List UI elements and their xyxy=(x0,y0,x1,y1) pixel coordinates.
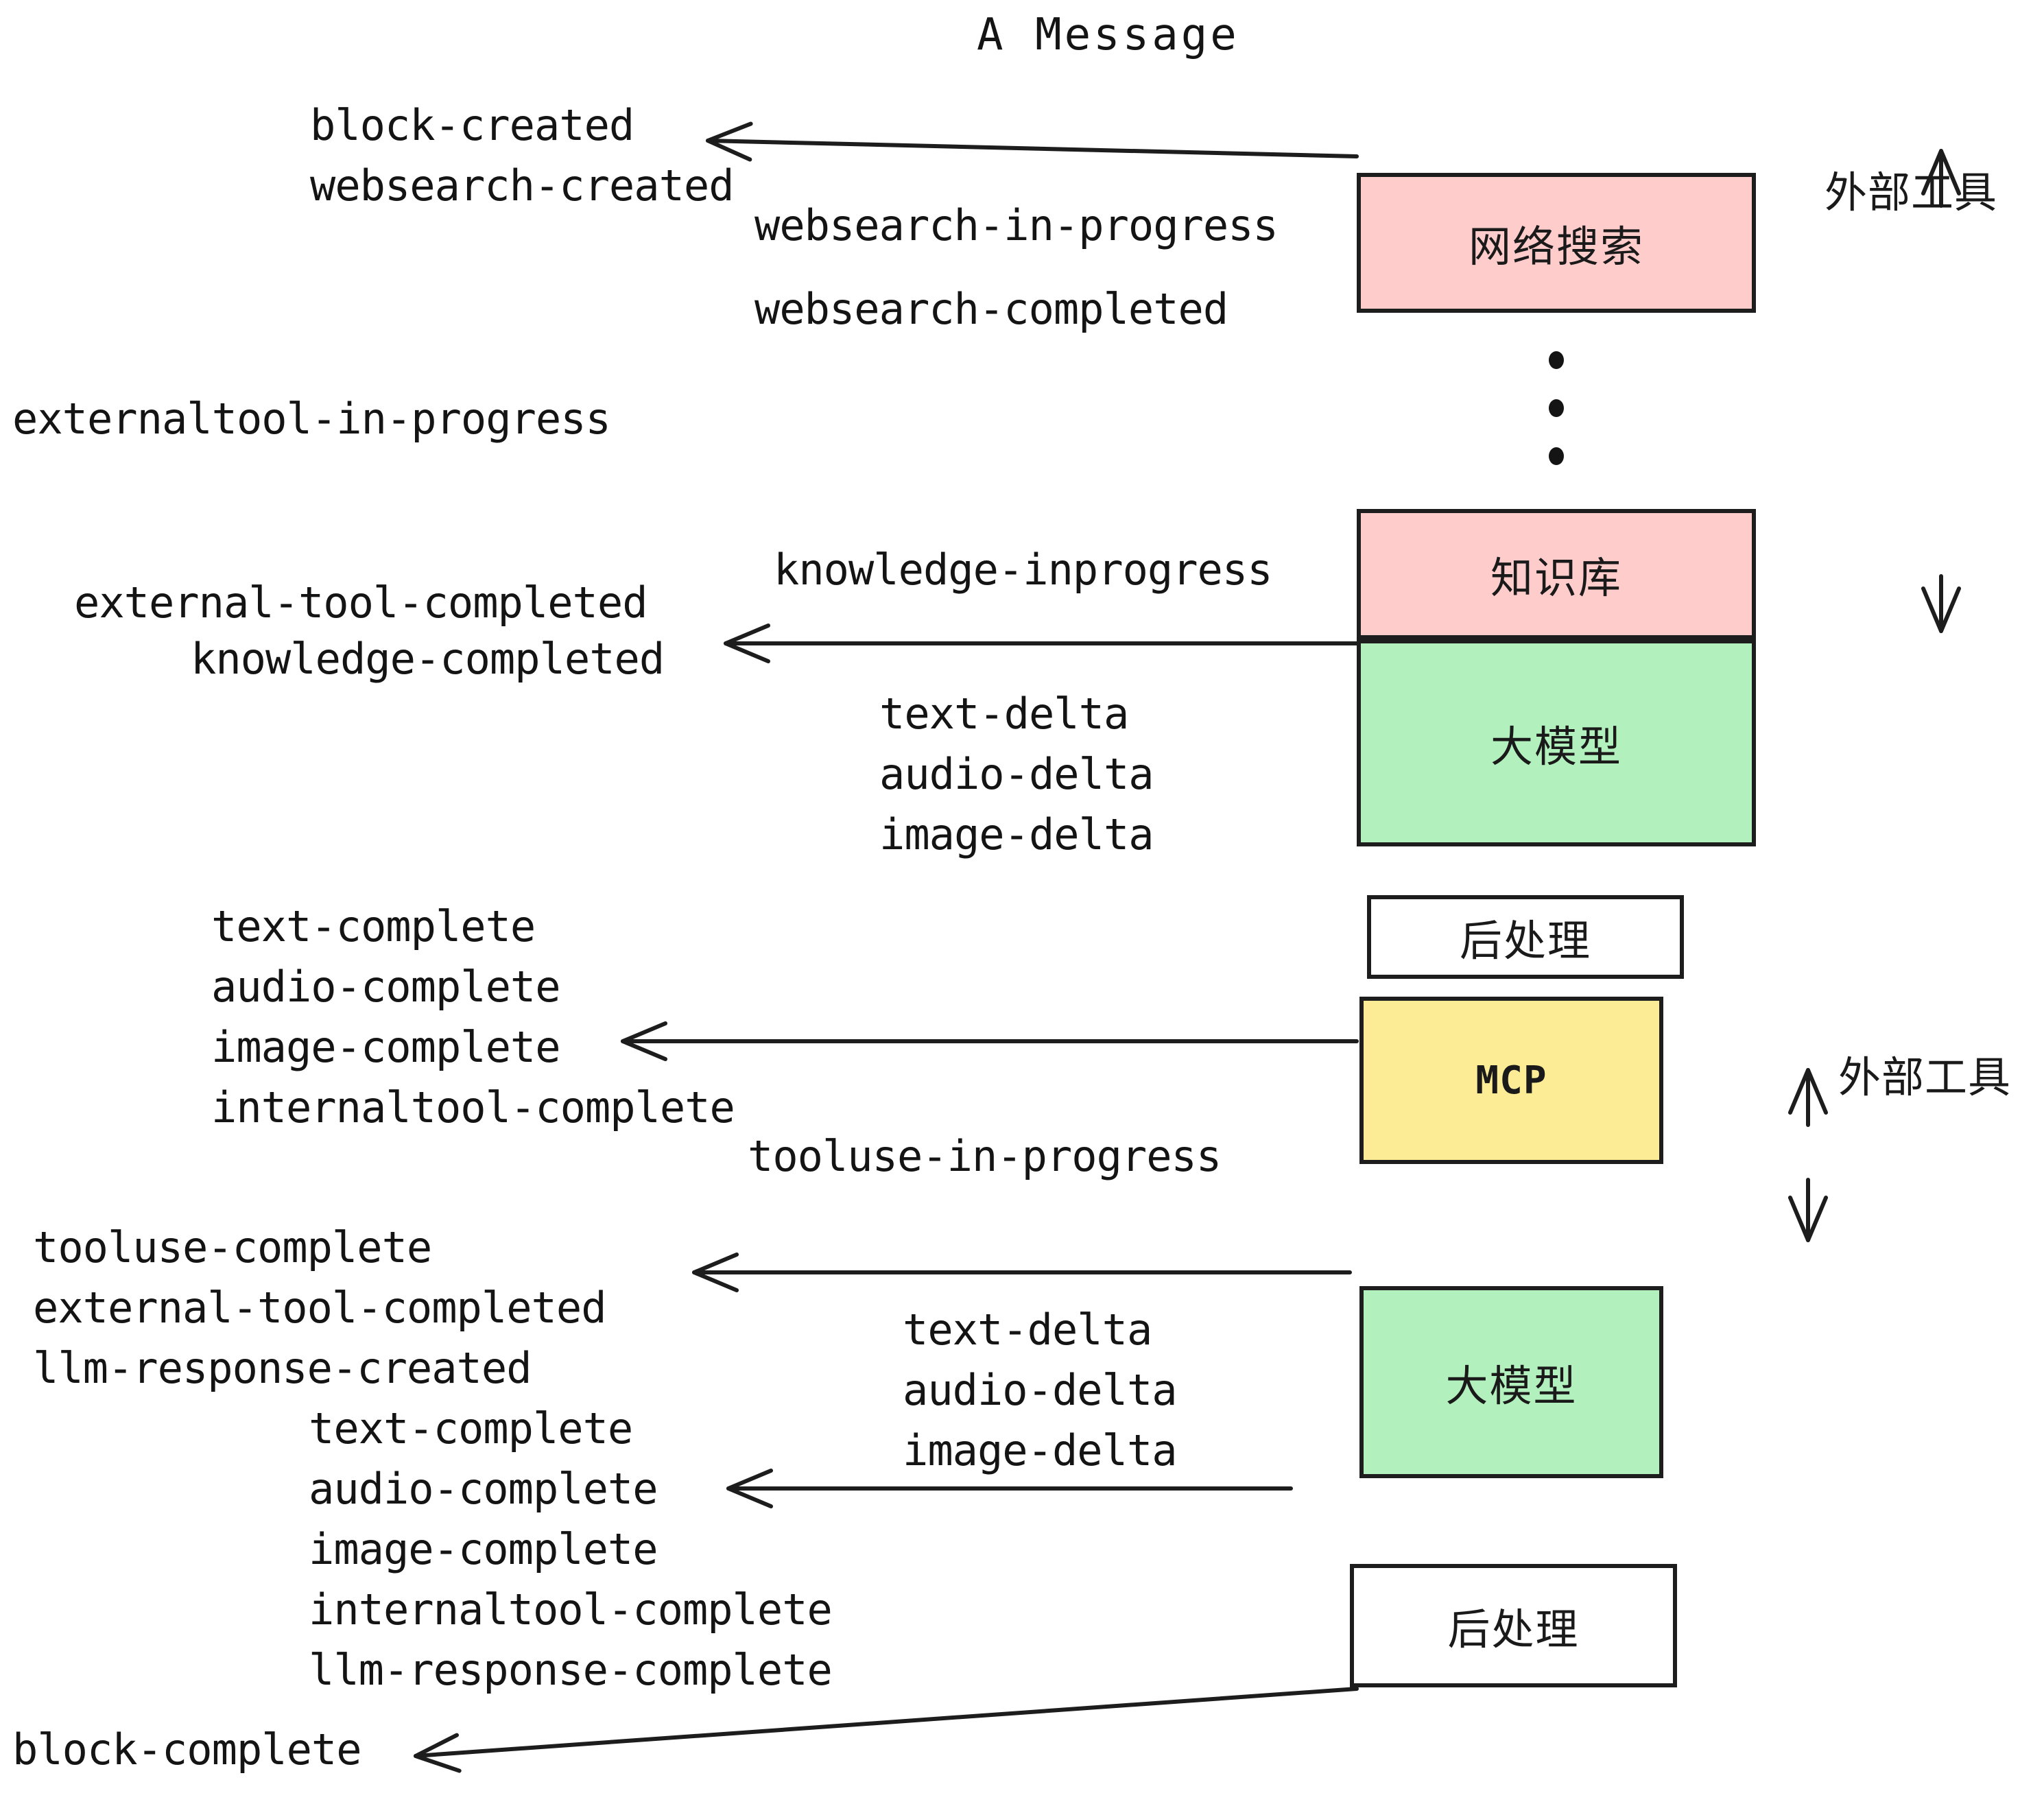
event-image-delta-2: image-delta xyxy=(903,1425,1178,1475)
event-websearch-in-progress: websearch-in-progress xyxy=(754,200,1279,250)
node-websearch[interactable]: 网络搜索 xyxy=(1357,173,1756,313)
event-llm-response-complete: llm-response-complete xyxy=(309,1645,833,1695)
side-label-external-tool-lower: 外部工具 xyxy=(1838,1052,2012,1102)
event-internaltool-complete-1: internaltool-complete xyxy=(211,1082,735,1132)
event-image-complete-2: image-complete xyxy=(309,1524,658,1574)
arrow-llm2-to-events xyxy=(726,1468,1293,1509)
arrow-head xyxy=(1787,1068,1829,1115)
arrow-head xyxy=(726,1468,773,1509)
event-block-created: block-created xyxy=(310,100,634,150)
arrow-head xyxy=(621,1021,667,1062)
event-knowledge-completed: knowledge-completed xyxy=(191,634,665,684)
event-llm-response-created: llm-response-created xyxy=(33,1343,532,1393)
ellipsis-dot xyxy=(1549,399,1564,417)
event-externaltool-in-progress: externaltool-in-progress xyxy=(12,394,611,444)
arrow-head xyxy=(414,1733,462,1773)
event-tooluse-in-progress: tooluse-in-progress xyxy=(748,1131,1222,1181)
event-audio-complete-2: audio-complete xyxy=(309,1464,658,1514)
event-websearch-created: websearch-created xyxy=(310,161,735,211)
node-label: 网络搜索 xyxy=(1468,222,1644,272)
event-knowledge-inprogress: knowledge-inprogress xyxy=(774,545,1273,595)
side-label-external-tool-upper: 外部工具 xyxy=(1825,167,1998,217)
event-audio-complete-1: audio-complete xyxy=(211,962,561,1012)
arrow-websearch-to-events xyxy=(706,121,1359,162)
page-title: A Message xyxy=(977,10,1239,60)
arrow-head xyxy=(692,1252,739,1293)
event-websearch-completed: websearch-completed xyxy=(754,284,1228,334)
arrow-head xyxy=(724,623,770,664)
arrow-external-tool-lower-up xyxy=(1787,1068,1829,1127)
node-llm-first[interactable]: 大模型 xyxy=(1357,639,1756,846)
event-internaltool-complete-2: internaltool-complete xyxy=(309,1585,833,1635)
event-block-complete: block-complete xyxy=(12,1724,362,1775)
node-llm-second[interactable]: 大模型 xyxy=(1359,1286,1663,1478)
ellipsis-dot xyxy=(1549,447,1564,465)
node-label: 后处理 xyxy=(1447,1604,1580,1654)
arrow-head xyxy=(1921,586,1962,633)
event-image-delta-1: image-delta xyxy=(879,809,1154,859)
arrow-tooluse-to-events xyxy=(692,1252,1352,1293)
node-label: 后处理 xyxy=(1459,916,1591,966)
arrow-head xyxy=(706,121,753,162)
event-image-complete-1: image-complete xyxy=(211,1022,561,1072)
arrow-postproc2-to-block xyxy=(414,1687,1359,1773)
event-audio-delta-1: audio-delta xyxy=(879,749,1154,799)
event-tooluse-complete: tooluse-complete xyxy=(33,1222,432,1272)
ellipsis-dot xyxy=(1549,351,1564,369)
event-audio-delta-2: audio-delta xyxy=(903,1365,1178,1415)
node-label: 知识库 xyxy=(1490,553,1622,603)
event-text-complete-2: text-complete xyxy=(309,1403,633,1453)
arrow-external-tool-upper-down xyxy=(1921,574,1962,633)
node-label: 大模型 xyxy=(1490,722,1622,772)
arrow-knowledge-to-events xyxy=(724,623,1359,664)
node-postprocess-second[interactable]: 后处理 xyxy=(1350,1564,1677,1687)
node-label: MCP xyxy=(1475,1058,1547,1103)
event-external-tool-completed-1: external-tool-completed xyxy=(74,578,648,628)
event-text-complete-1: text-complete xyxy=(211,901,536,951)
node-mcp[interactable]: MCP xyxy=(1359,997,1663,1164)
node-postprocess-first[interactable]: 后处理 xyxy=(1367,895,1684,979)
node-label: 大模型 xyxy=(1445,1361,1578,1411)
node-knowledge-base[interactable]: 知识库 xyxy=(1357,509,1756,639)
event-external-tool-completed-2: external-tool-completed xyxy=(33,1283,607,1333)
arrow-mcp-to-events xyxy=(621,1021,1359,1062)
event-text-delta-1: text-delta xyxy=(879,689,1129,739)
event-text-delta-2: text-delta xyxy=(903,1305,1152,1355)
arrow-head xyxy=(1787,1196,1829,1242)
arrow-external-tool-lower-down xyxy=(1787,1178,1829,1242)
